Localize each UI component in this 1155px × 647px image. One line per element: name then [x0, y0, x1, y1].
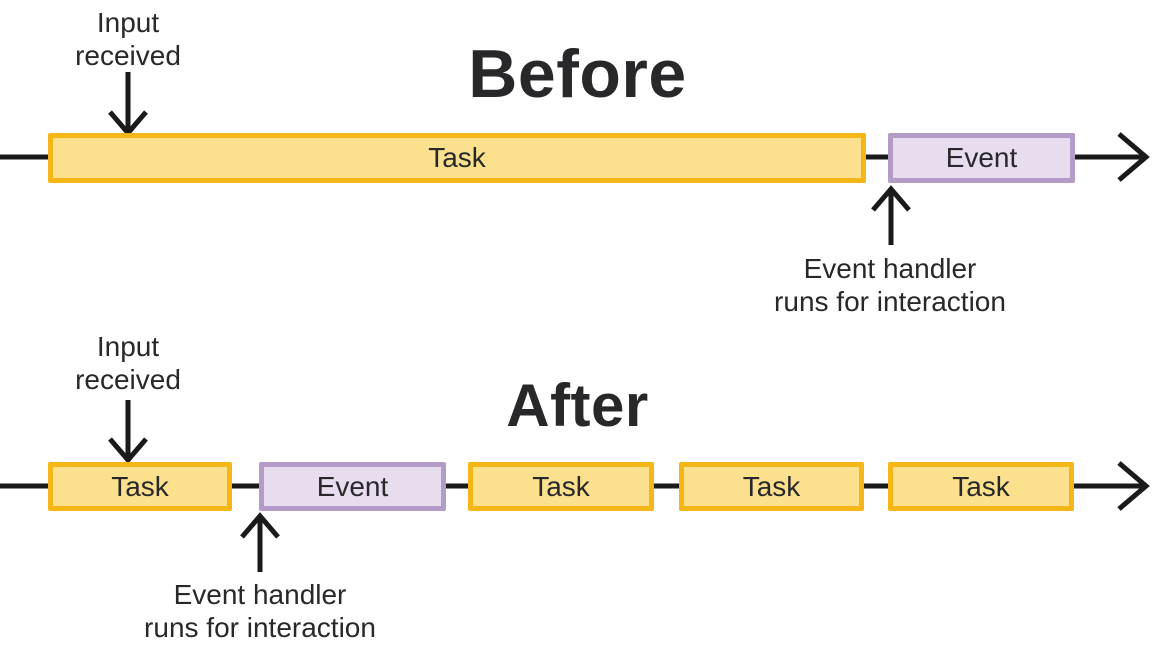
- after-handler-label: Event handler runs for interaction: [110, 578, 410, 644]
- before-timeline-arrowhead-icon: [1117, 132, 1150, 182]
- after-input-label-line1: Input: [96, 331, 160, 362]
- after-task-bar-4-label: Task: [952, 470, 1010, 502]
- after-task-bar-1-label: Task: [111, 470, 169, 502]
- before-event-bar: Event: [888, 133, 1075, 183]
- after-handler-label-line2: runs for interaction: [144, 612, 376, 644]
- after-event-bar-label: Event: [316, 470, 389, 502]
- before-handler-arrow-icon: [871, 185, 911, 245]
- after-input-label: Input received: [28, 330, 228, 396]
- before-event-bar-label: Event: [945, 142, 1018, 173]
- before-input-label-line1: Input: [96, 7, 160, 38]
- after-task-bar-2: Task: [468, 462, 654, 511]
- after-input-label-line2: received: [75, 364, 181, 396]
- after-task-bar-4: Task: [888, 462, 1074, 511]
- before-input-label: Input received: [28, 6, 228, 72]
- after-task-bar-1: Task: [48, 462, 232, 511]
- after-event-bar: Event: [259, 462, 446, 511]
- before-input-label-line2: received: [75, 40, 181, 72]
- before-task-bar: Task: [48, 133, 866, 183]
- after-task-bar-2-label: Task: [532, 470, 590, 502]
- before-task-bar-label: Task: [428, 142, 486, 173]
- after-timeline-arrowhead-icon: [1117, 461, 1150, 511]
- before-handler-label: Event handler runs for interaction: [740, 252, 1040, 318]
- after-title: After: [506, 372, 649, 439]
- before-title: Before: [468, 36, 687, 112]
- after-task-bar-3: Task: [679, 462, 864, 511]
- after-task-bar-3-label: Task: [742, 470, 801, 502]
- after-handler-label-line1: Event handler: [173, 579, 347, 610]
- before-handler-label-line1: Event handler: [803, 253, 977, 284]
- after-handler-arrow-icon: [240, 512, 280, 572]
- after-input-arrow-icon: [108, 400, 148, 464]
- before-handler-label-line2: runs for interaction: [774, 286, 1006, 318]
